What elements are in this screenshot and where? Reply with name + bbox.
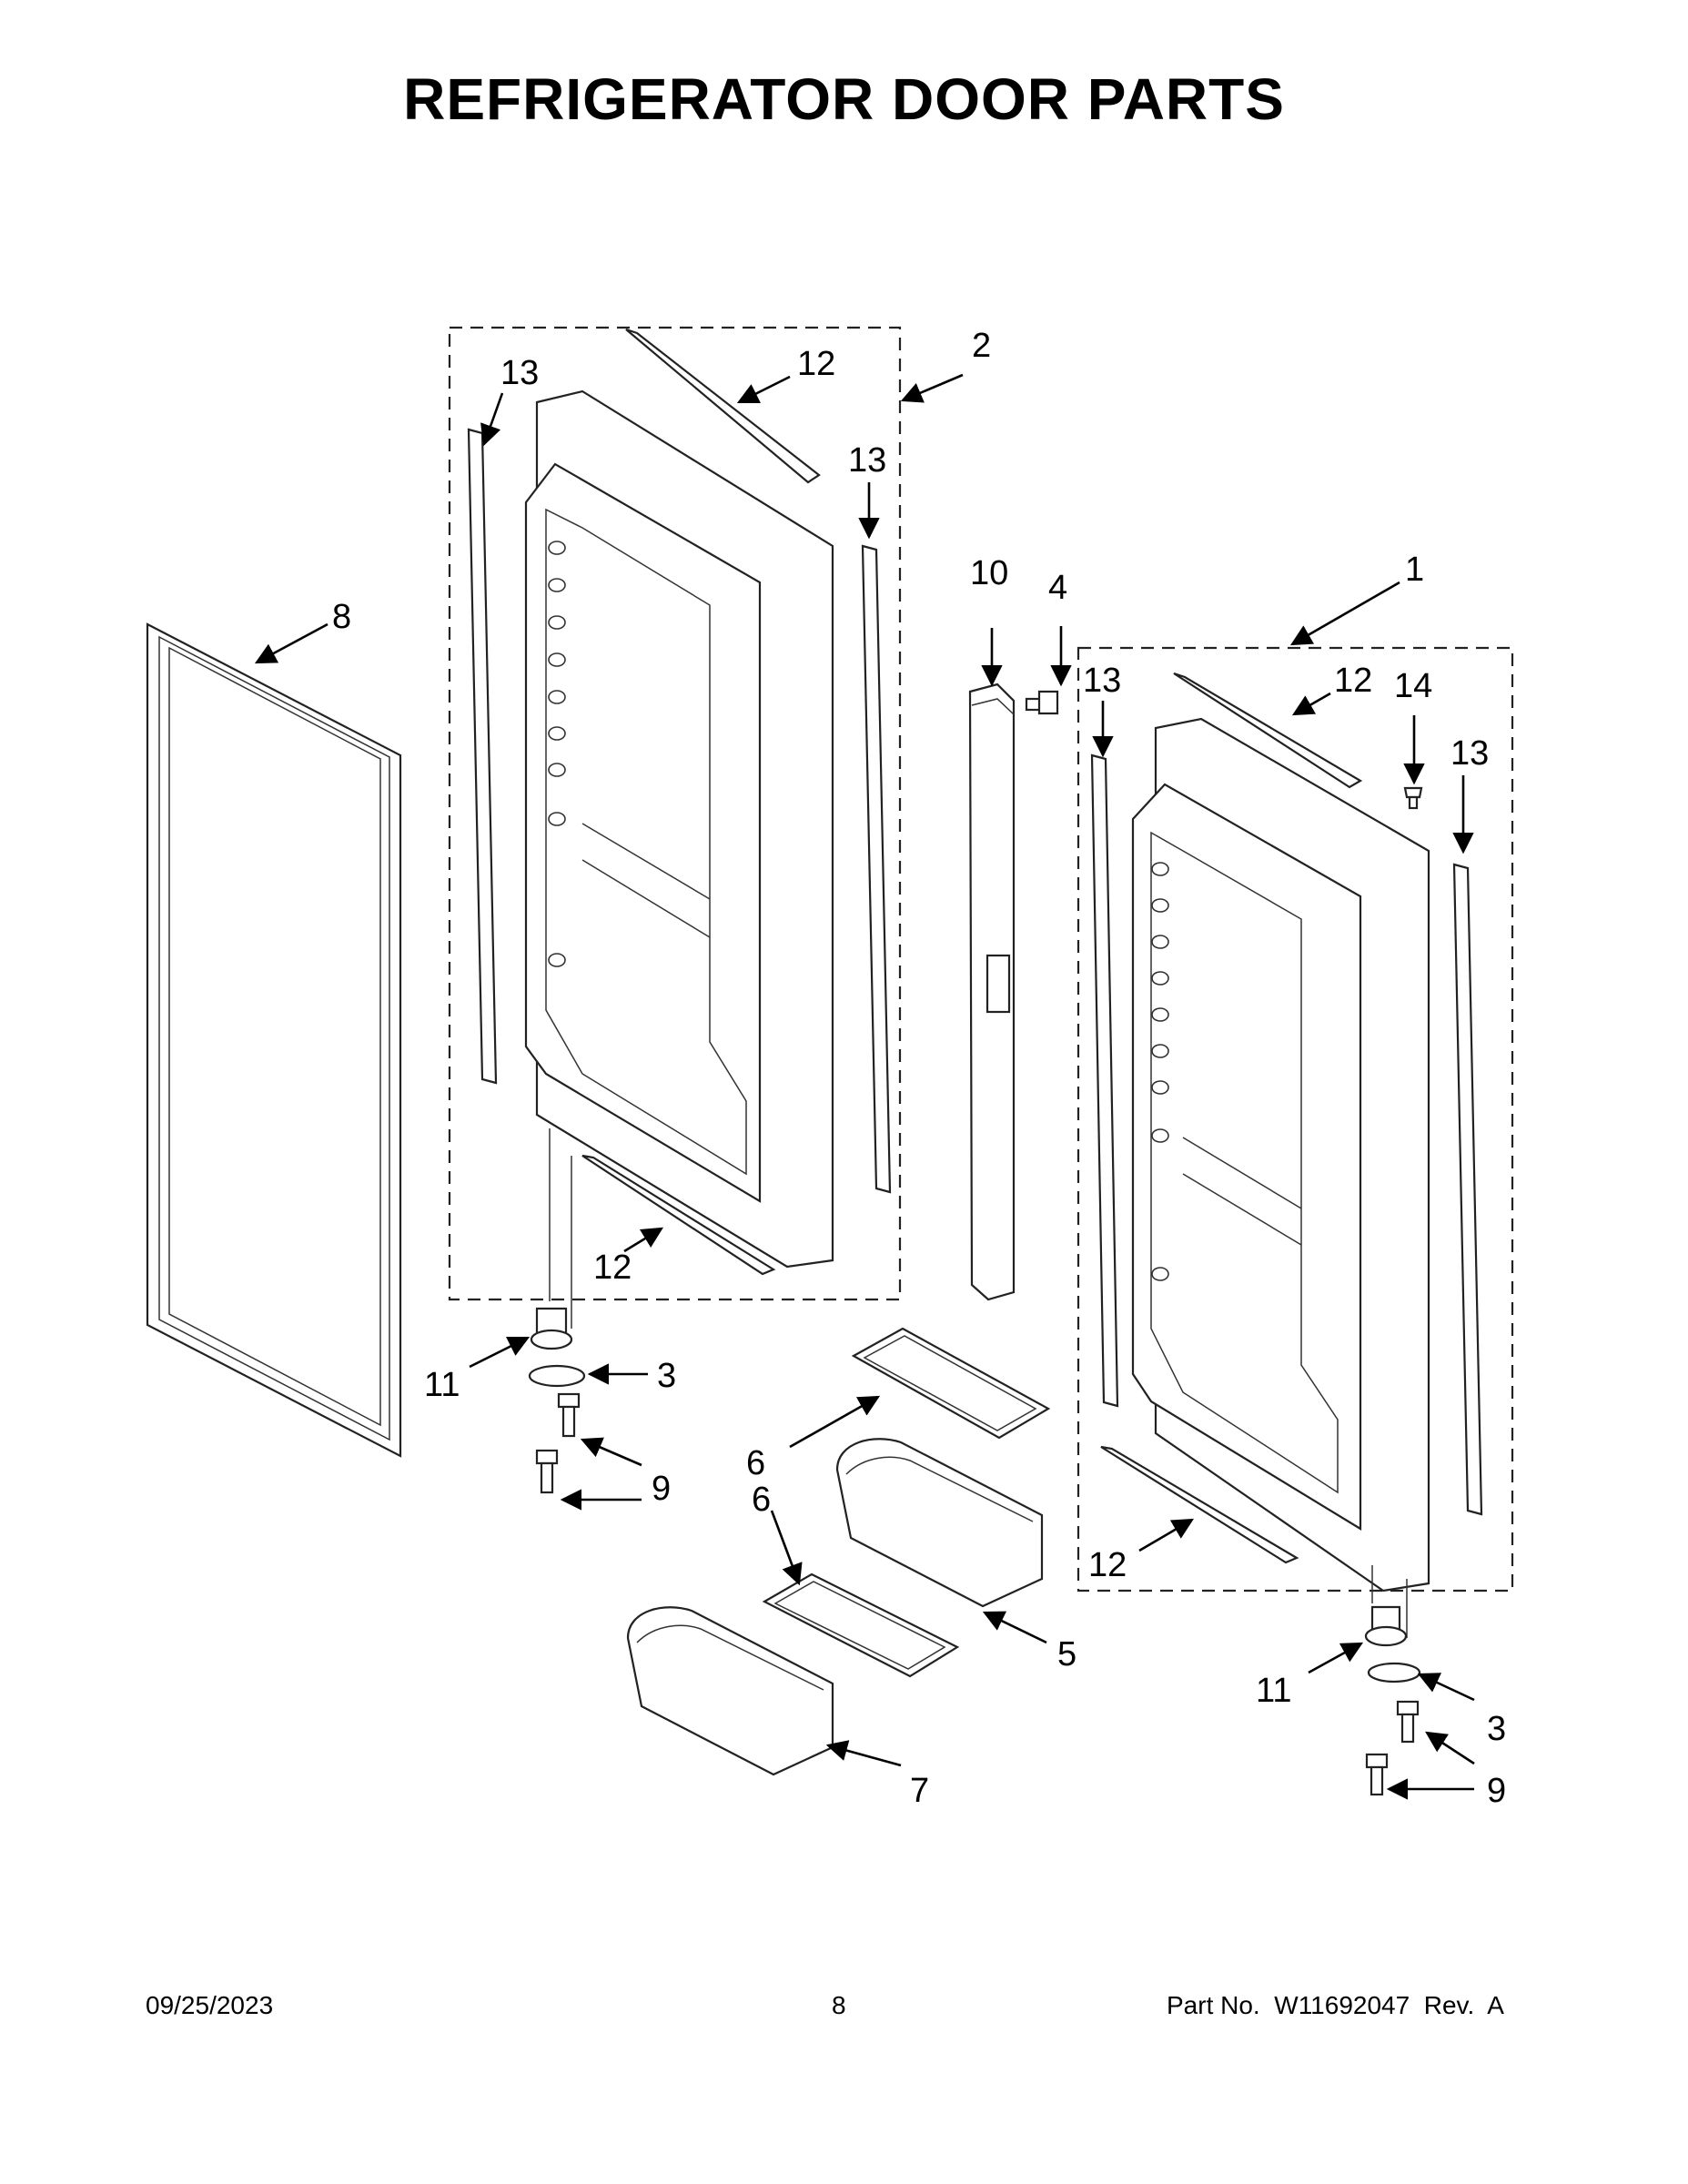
- left-inner-side-trim: [861, 544, 892, 1194]
- right-hinge-bolt-upper: [1396, 1700, 1420, 1744]
- callout-9-left: 9: [652, 1470, 671, 1508]
- right-hinge-bolt-lower: [1365, 1753, 1389, 1796]
- arrow-12c: [1291, 692, 1331, 716]
- callout-14: 14: [1394, 667, 1432, 705]
- arrow-1: [1289, 581, 1400, 646]
- left-door-liner: [524, 389, 834, 1269]
- callout-13-left-outer: 13: [500, 354, 539, 392]
- arrow-11b: [1308, 1642, 1364, 1674]
- arrow-9c: [1425, 1731, 1475, 1765]
- callout-2: 2: [972, 327, 991, 365]
- callout-9-right: 9: [1487, 1772, 1506, 1810]
- arrow-13a: [480, 392, 504, 447]
- lower-bin-shelf: [762, 1572, 960, 1678]
- arrow-8: [254, 622, 329, 664]
- arrow-9a: [580, 1437, 642, 1467]
- callout-11-right: 11: [1256, 1672, 1291, 1710]
- footer-page-number: 8: [832, 1991, 846, 2019]
- right-hinge-shim: [1367, 1662, 1421, 1684]
- callout-12-right-top: 12: [1334, 662, 1372, 700]
- arrow-5: [982, 1611, 1047, 1644]
- leader-arrows: [254, 373, 1475, 1800]
- shelf-support-bumps: [548, 541, 566, 967]
- callout-13-left-inner: 13: [848, 441, 886, 480]
- page-title: REFRIGERATOR DOOR PARTS: [403, 66, 1285, 132]
- arrow-7: [825, 1740, 902, 1767]
- right-shelf-support-bumps: [1151, 862, 1169, 1281]
- left-hinge-bolt-lower: [535, 1449, 559, 1494]
- arrow-2: [900, 373, 964, 403]
- callout-10: 10: [970, 554, 1008, 592]
- right-outer-side-trim: [1090, 753, 1119, 1408]
- callout-12-right-bottom: 12: [1088, 1546, 1127, 1584]
- callout-4: 4: [1048, 569, 1067, 607]
- left-lower-hinge: [530, 1128, 573, 1350]
- arrow-11a: [469, 1336, 531, 1369]
- arrow-12d: [1138, 1518, 1195, 1552]
- right-lower-hinge: [1364, 1565, 1408, 1647]
- arrow-6b: [770, 1510, 803, 1586]
- upper-bin-shelf: [851, 1327, 1051, 1440]
- arrow-12a: [736, 375, 791, 404]
- door-gasket: [146, 622, 402, 1458]
- door-top-screw: [1403, 786, 1423, 810]
- footer-date: 09/25/2023: [146, 1991, 274, 2019]
- left-top-door-trim: [625, 328, 821, 484]
- mullion-screw: [1025, 690, 1059, 715]
- callout-6-lower: 6: [752, 1481, 771, 1519]
- callout-3-left: 3: [657, 1357, 676, 1395]
- callout-12-left-bottom: 12: [593, 1249, 632, 1287]
- callout-13-right-inner: 13: [1450, 734, 1489, 773]
- left-outer-side-trim: [467, 428, 498, 1085]
- callout-8: 8: [332, 598, 351, 636]
- footer-part-number: Part No. W11692047 Rev. A: [1167, 1991, 1504, 2019]
- callout-7: 7: [910, 1772, 929, 1810]
- right-top-door-trim: [1173, 672, 1363, 789]
- right-door-assembly-box: [1076, 646, 1514, 1592]
- callout-13-right-outer: 13: [1083, 662, 1121, 700]
- callout-12-left-top: 12: [797, 345, 835, 383]
- left-bottom-door-trim: [581, 1154, 776, 1276]
- arrow-6a: [789, 1395, 881, 1449]
- callout-3-right: 3: [1487, 1710, 1506, 1748]
- left-hinge-bolt-upper: [557, 1392, 581, 1438]
- flipper-mullion: [968, 682, 1016, 1301]
- callout-6-upper: 6: [746, 1444, 765, 1482]
- callout-1: 1: [1405, 551, 1424, 589]
- callout-11-left: 11: [424, 1366, 460, 1404]
- callout-5: 5: [1057, 1635, 1076, 1673]
- right-inner-side-trim: [1452, 863, 1483, 1516]
- right-bottom-door-trim: [1100, 1445, 1299, 1564]
- arrow-3b: [1417, 1673, 1475, 1702]
- door-bin-lower: [626, 1606, 834, 1776]
- arrow-12b: [623, 1227, 663, 1253]
- left-hinge-shim: [528, 1364, 586, 1388]
- right-door-liner: [1131, 717, 1430, 1592]
- door-bin-upper: [835, 1438, 1044, 1608]
